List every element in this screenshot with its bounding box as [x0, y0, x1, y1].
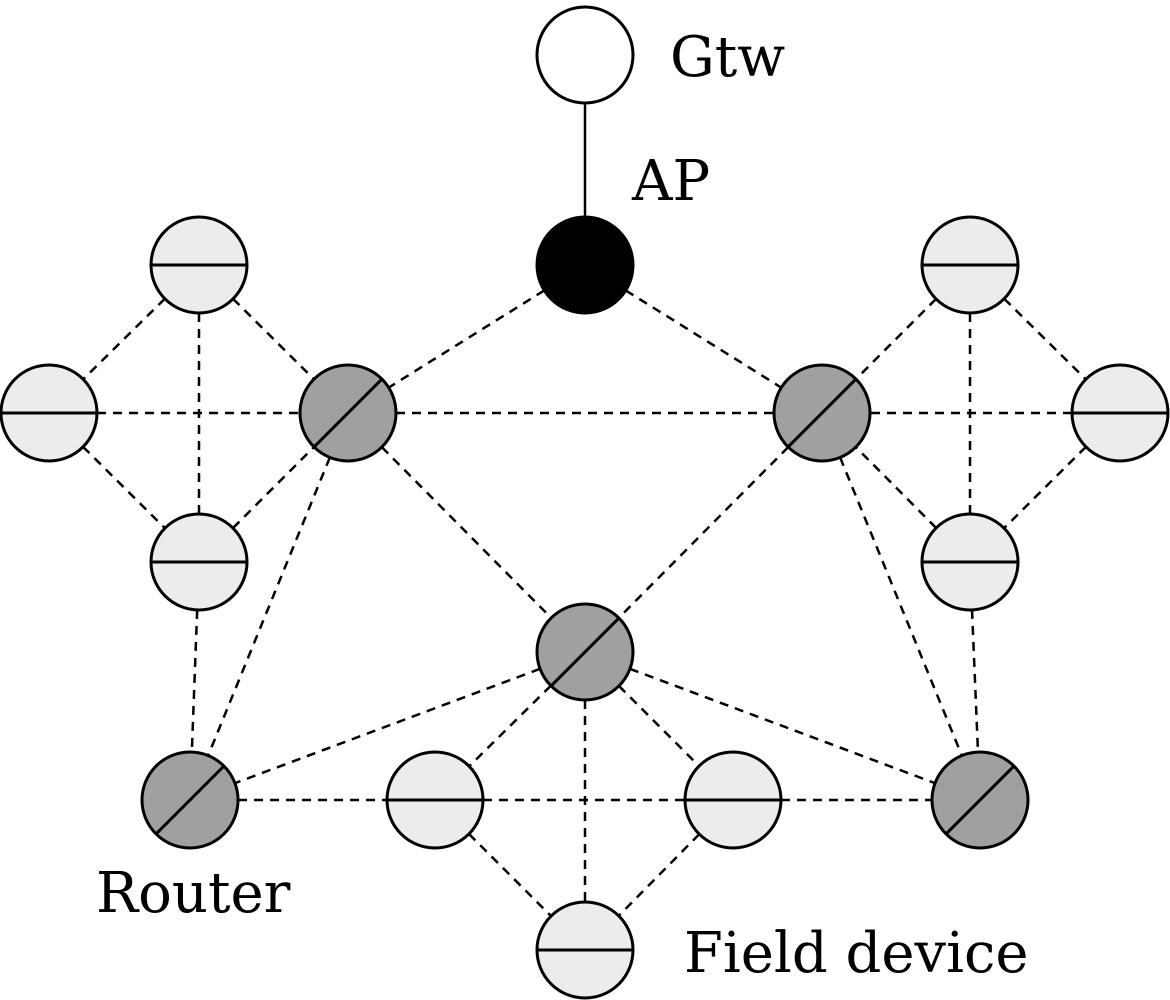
link-r-center-to-r-bottom-left: [189, 650, 586, 802]
node-r-bottom-right: [930, 750, 1030, 850]
link-r-center-to-r-bottom-right: [584, 650, 981, 802]
node-f-right-top: [920, 215, 1020, 315]
node-f-right-far: [1070, 363, 1170, 463]
node-f-bottom: [535, 900, 635, 1000]
link-r-left-to-r-bottom-left: [188, 412, 350, 801]
node-f-left-mid: [149, 512, 249, 612]
gateway-label: Gtw: [670, 25, 785, 90]
node-r-right: [772, 363, 872, 463]
router-slash-icon: [549, 616, 621, 688]
link-r-right-to-r-center: [584, 412, 823, 653]
router-slash-icon: [312, 377, 384, 449]
link-r-right-to-r-bottom-right: [820, 412, 982, 801]
node-f-bottom-left: [385, 750, 485, 850]
access-point-circle: [535, 215, 635, 315]
node-f-left-far: [0, 363, 99, 463]
field-device-label: Field device: [684, 921, 1029, 986]
node-f-bottom-right: [683, 750, 783, 850]
node-r-left: [298, 363, 398, 463]
node-ap: [535, 215, 635, 315]
router-slash-icon: [786, 377, 858, 449]
node-f-left-top: [149, 215, 249, 315]
labels-layer: Gtw AP Router Field device: [96, 25, 1029, 986]
node-r-center: [535, 602, 635, 702]
nodes-layer: [0, 5, 1170, 1000]
router-slash-icon: [944, 764, 1016, 836]
router-label: Router: [96, 861, 291, 926]
link-r-left-to-r-center: [347, 412, 586, 653]
node-f-right-mid: [920, 512, 1020, 612]
access-point-label: AP: [631, 149, 710, 214]
node-r-bottom-left: [140, 750, 240, 850]
node-gtw: [535, 5, 635, 105]
router-slash-icon: [154, 764, 226, 836]
gateway-circle: [535, 5, 635, 105]
